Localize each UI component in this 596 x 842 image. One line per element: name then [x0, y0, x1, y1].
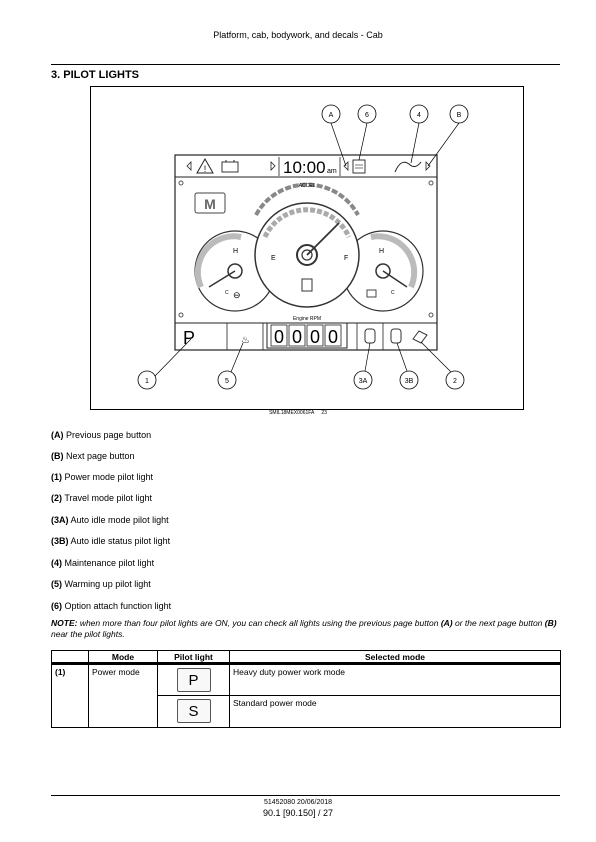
table-row: S Standard power mode: [52, 695, 561, 728]
svg-text:2: 2: [453, 378, 457, 385]
fuel-gauge-e: E: [271, 255, 276, 262]
rpm-digit-2: 0: [292, 327, 302, 347]
row-mode: Power mode: [88, 663, 158, 728]
battery-icon: [221, 161, 239, 173]
pilot-lights-figure: ! 10:00 am M H C ⊖ H C: [90, 86, 524, 410]
warning-icon: [196, 157, 214, 174]
footer-doc-info: 51452080 20/06/2018: [263, 799, 333, 806]
callout-4: 4: [409, 104, 429, 164]
svg-text:6: 6: [365, 112, 369, 119]
callout-A: A: [321, 104, 347, 167]
hydraulic-oil-icon: [366, 289, 377, 298]
header-pilot-light: Pilot light: [157, 650, 230, 665]
rpm-display: [266, 322, 348, 349]
engine-rpm-label: Engine RPM: [293, 316, 321, 322]
callout-3B: 3B: [396, 342, 419, 390]
fuel-gauge-f: F: [344, 255, 348, 262]
table-header-row: Mode Pilot light Selected mode: [51, 650, 561, 665]
row-number: (1): [51, 663, 89, 728]
clock-suffix: am: [327, 168, 337, 175]
legend-item: (2) Travel mode pilot light: [51, 493, 153, 503]
rpm-digit-3: 0: [310, 327, 320, 347]
fuel-pump-icon: [301, 278, 313, 292]
svg-text:5: 5: [225, 378, 229, 385]
callout-5: 5: [217, 342, 244, 390]
legend-item: (3A) Auto idle mode pilot light: [51, 515, 169, 525]
pilot-light-s: S: [176, 699, 211, 723]
footer-rule: [51, 795, 560, 796]
warming-up-icon: ♨: [241, 335, 250, 346]
row-selected-mode: Standard power mode: [229, 695, 561, 728]
note: NOTE: when more than four pilot lights a…: [51, 618, 557, 639]
page-header: Platform, cab, bodywork, and decals - Ca…: [213, 30, 383, 40]
rpm-digit-1: 0: [274, 327, 284, 347]
mode-logo-box: [194, 192, 226, 214]
power-mode-letter: P: [183, 328, 195, 348]
table-row: (1) Power mode P Heavy duty power work m…: [51, 663, 561, 728]
svg-text:4: 4: [417, 112, 421, 119]
auto-idle-status-icon: [390, 328, 402, 344]
callout-B: B: [427, 104, 469, 167]
dashboard-illustration: ! 10:00 am M H C ⊖ H C: [137, 104, 469, 390]
row-selected-mode: Heavy duty power work mode: [229, 663, 561, 696]
accel-label: ACCEL: [299, 183, 316, 189]
footer-page-number: 90.1 [90.150] / 27: [262, 808, 334, 818]
left-gauge-c: C: [225, 290, 229, 296]
legend-item: (B) Next page button: [51, 451, 135, 461]
pilot-light-p: P: [176, 668, 211, 692]
mode-logo: M: [204, 196, 216, 212]
callout-1: 1: [137, 338, 192, 390]
legend-item: (5) Warming up pilot light: [51, 579, 151, 589]
right-gauge-h: H: [379, 248, 384, 255]
legend-item: (A) Previous page button: [51, 430, 152, 440]
right-arrow-icon: [270, 161, 276, 171]
pilot-light-table: Mode Pilot light Selected mode (1) Power…: [51, 650, 561, 728]
header-rule: [51, 64, 560, 65]
figure-caption: SMIL18MEX0061FA 23: [0, 410, 596, 416]
svg-text:1: 1: [145, 378, 149, 385]
caption-code: SMIL18MEX0061FA: [269, 410, 315, 416]
header-selected-mode: Selected mode: [229, 650, 561, 665]
legend-item: (4) Maintenance pilot light: [51, 558, 155, 568]
header-mode: Mode: [88, 650, 158, 665]
clock-time: 10:00: [283, 158, 326, 177]
svg-text:A: A: [329, 112, 334, 119]
legend-item: (6) Option attach function light: [51, 601, 172, 611]
callout-6: 6: [357, 104, 377, 161]
previous-page-button-icon: [343, 161, 349, 171]
svg-text:3A: 3A: [359, 378, 368, 385]
next-page-button-icon: [425, 161, 431, 171]
warning-mark: !: [204, 164, 207, 174]
travel-mode-icon: [412, 330, 428, 344]
callout-2: 2: [420, 341, 465, 390]
rpm-digit-4: 0: [328, 327, 338, 347]
right-gauge-c: C: [391, 290, 395, 296]
legend-item: (1) Power mode pilot light: [51, 472, 154, 482]
coolant-icon: ⊖: [233, 290, 241, 300]
left-gauge-h: H: [233, 248, 238, 255]
section-title: 3. PILOT LIGHTS: [51, 69, 140, 81]
svg-text:B: B: [457, 112, 462, 119]
maintenance-icon: [394, 161, 422, 173]
svg-text:3B: 3B: [405, 378, 414, 385]
legend-item: (3B) Auto idle status pilot light: [51, 536, 171, 546]
left-arrow-icon: [186, 161, 192, 171]
callout-3A: 3A: [353, 342, 373, 390]
caption-number: 23: [321, 410, 327, 416]
